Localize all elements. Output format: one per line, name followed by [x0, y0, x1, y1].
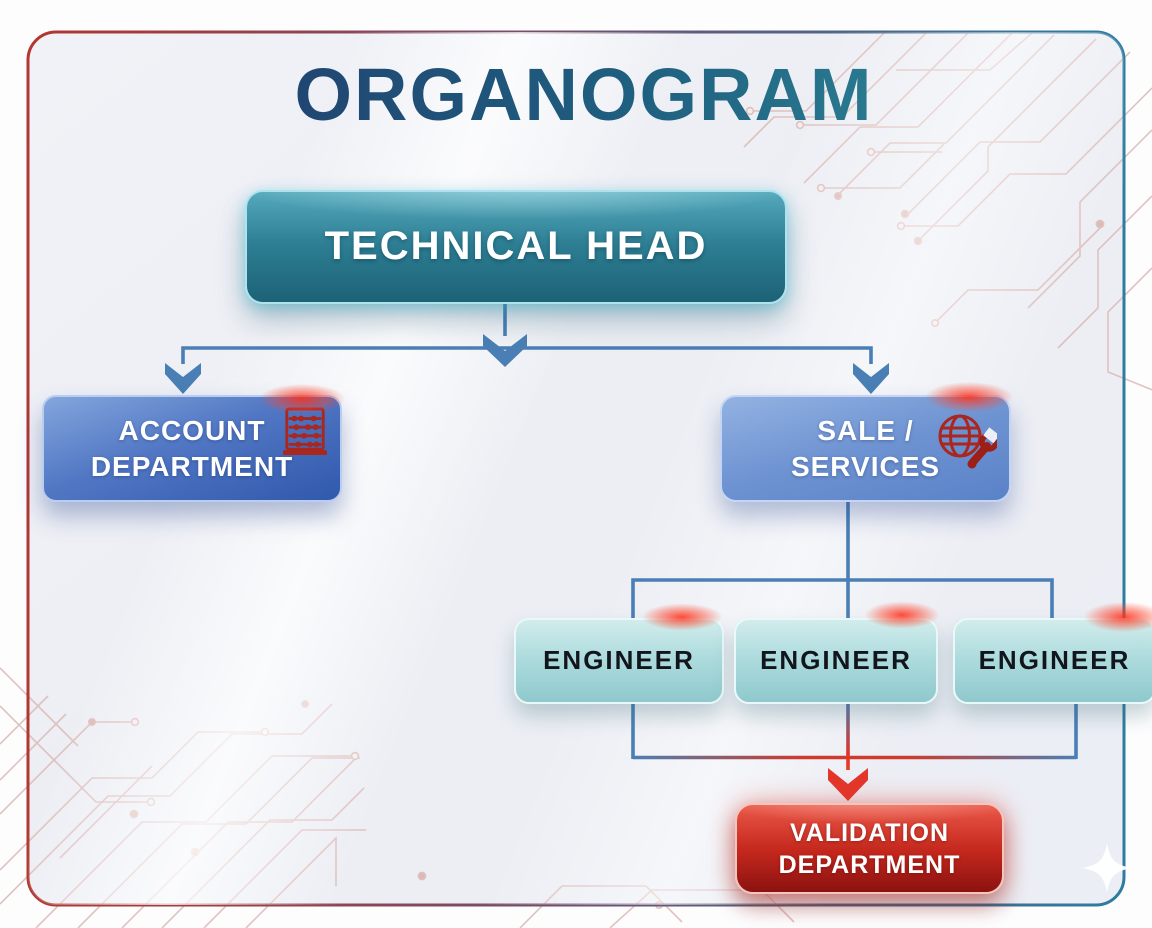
node-label: TECHNICAL HEAD — [324, 224, 708, 269]
node-label-line2: DEPARTMENT — [778, 850, 961, 879]
node-sale-services: SALE / SERVICES — [720, 395, 1011, 502]
node-validation-department: VALIDATION DEPARTMENT — [735, 803, 1004, 894]
node-engineer-3: ENGINEER — [953, 618, 1152, 704]
node-engineer-2: ENGINEER — [734, 618, 938, 704]
node-engineer-1: ENGINEER — [514, 618, 724, 704]
node-account-department: ACCOUNT DEPARTMENT — [42, 395, 342, 502]
node-label-line1: VALIDATION — [789, 818, 950, 847]
globe-wrench-icon — [938, 414, 997, 469]
node-technical-head: TECHNICAL HEAD — [245, 190, 787, 304]
node-label: ENGINEER — [978, 645, 1131, 676]
node-label-line1: SALE / — [817, 414, 914, 446]
node-label-line2: SERVICES — [790, 450, 941, 482]
node-label-line2: DEPARTMENT — [90, 450, 294, 482]
node-label: ENGINEER — [543, 645, 695, 676]
node-label-line1: ACCOUNT — [118, 414, 266, 446]
page-title: ORGANOGRAM — [0, 52, 1152, 137]
node-label: ENGINEER — [760, 645, 912, 676]
